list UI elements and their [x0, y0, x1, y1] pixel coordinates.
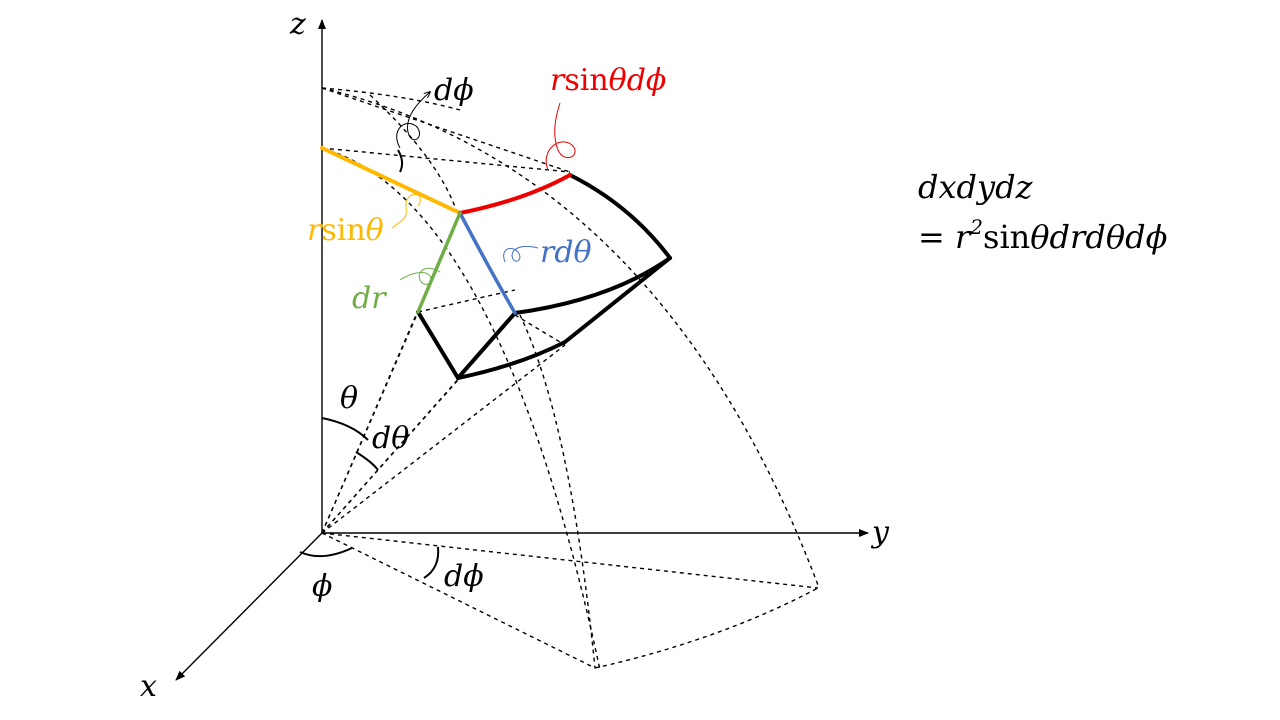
equation-line-2-prefix: = r [918, 218, 972, 256]
r-dtheta-label: rdθ [540, 235, 592, 270]
dtheta-label: dθ [372, 421, 409, 456]
dphi-top-label: dϕ [434, 73, 474, 108]
ground-line-to-back [321, 532, 819, 589]
x-axis [175, 532, 323, 681]
right-edge [563, 256, 672, 344]
r-sin-theta-dphi-label: rsinθdϕ [550, 63, 666, 98]
outer-middle-arc [513, 256, 672, 315]
ground-line-to-front [321, 532, 596, 669]
ray-to-front-corner [321, 344, 566, 534]
r-sin-theta-segment [320, 146, 462, 215]
x-axis-label: x [140, 669, 157, 704]
r-sin-theta-dphi-pointer [545, 102, 576, 171]
r-dtheta-pointer [503, 245, 539, 263]
equation-line-1: dxdydz [918, 168, 1034, 206]
ground-arc [594, 587, 819, 669]
dphi-bottom-label: dϕ [444, 559, 484, 594]
volume-element-equation: dxdydz = r2sinθdrdθdϕ [918, 168, 1168, 256]
r-sin-theta-func: sin [321, 213, 365, 248]
r-sin-theta-pointer [391, 193, 421, 229]
dphi-wedge-line-1 [321, 87, 571, 173]
coordinate-axes [175, 19, 869, 681]
dr-label: dr [352, 281, 387, 316]
dr-segment [416, 211, 462, 314]
r-sin-theta-dphi-prefix: r [550, 63, 566, 98]
bottom-arc [456, 340, 567, 380]
r-dtheta-arc [458, 211, 517, 315]
y-axis-label: y [870, 515, 890, 550]
dphi-wedge-line-2 [321, 147, 571, 173]
meridian-lower [519, 314, 596, 669]
outer-top-arc [568, 173, 672, 260]
dashed-construction-lines [321, 87, 819, 671]
top-rim-arc [321, 87, 461, 111]
inner-left-edge [416, 310, 460, 380]
phi-label: ϕ [312, 569, 332, 604]
dtheta-angle-arc [355, 451, 379, 471]
inner-dashed-connector [514, 314, 566, 346]
r-sin-theta-suffix: θ [366, 213, 384, 248]
equation-exponent: 2 [969, 215, 983, 239]
meridian-dashed [369, 94, 459, 216]
phi-angle-arc [299, 547, 353, 558]
volume-element [416, 173, 672, 380]
r-sin-theta-dphi-suffix: θdϕ [609, 63, 667, 98]
theta-label: θ [340, 381, 358, 416]
inner-arc [417, 289, 516, 313]
equation-line-2-suffix: θdrdθdϕ [1030, 218, 1167, 256]
outer-sphere-arc-back [321, 87, 819, 586]
inner-diagonal-edge [456, 311, 517, 380]
dphi-bottom-angle-arc [423, 546, 440, 579]
dphi-top-angle-arc [397, 149, 404, 173]
equation-line-2: = r2sinθdrdθdϕ [918, 215, 1168, 256]
r-sin-theta-dphi-arc [458, 173, 572, 215]
r-sin-theta-prefix: r [307, 213, 323, 248]
equation-func: sin [983, 218, 1030, 256]
dphi-top-pointer [396, 92, 430, 149]
r-sin-theta-label: rsinθ [307, 213, 384, 248]
theta-angle-arc [321, 417, 369, 441]
z-axis-label: z [289, 7, 306, 42]
dr-pointer [399, 267, 441, 285]
r-sin-theta-dphi-func: sin [564, 63, 608, 98]
